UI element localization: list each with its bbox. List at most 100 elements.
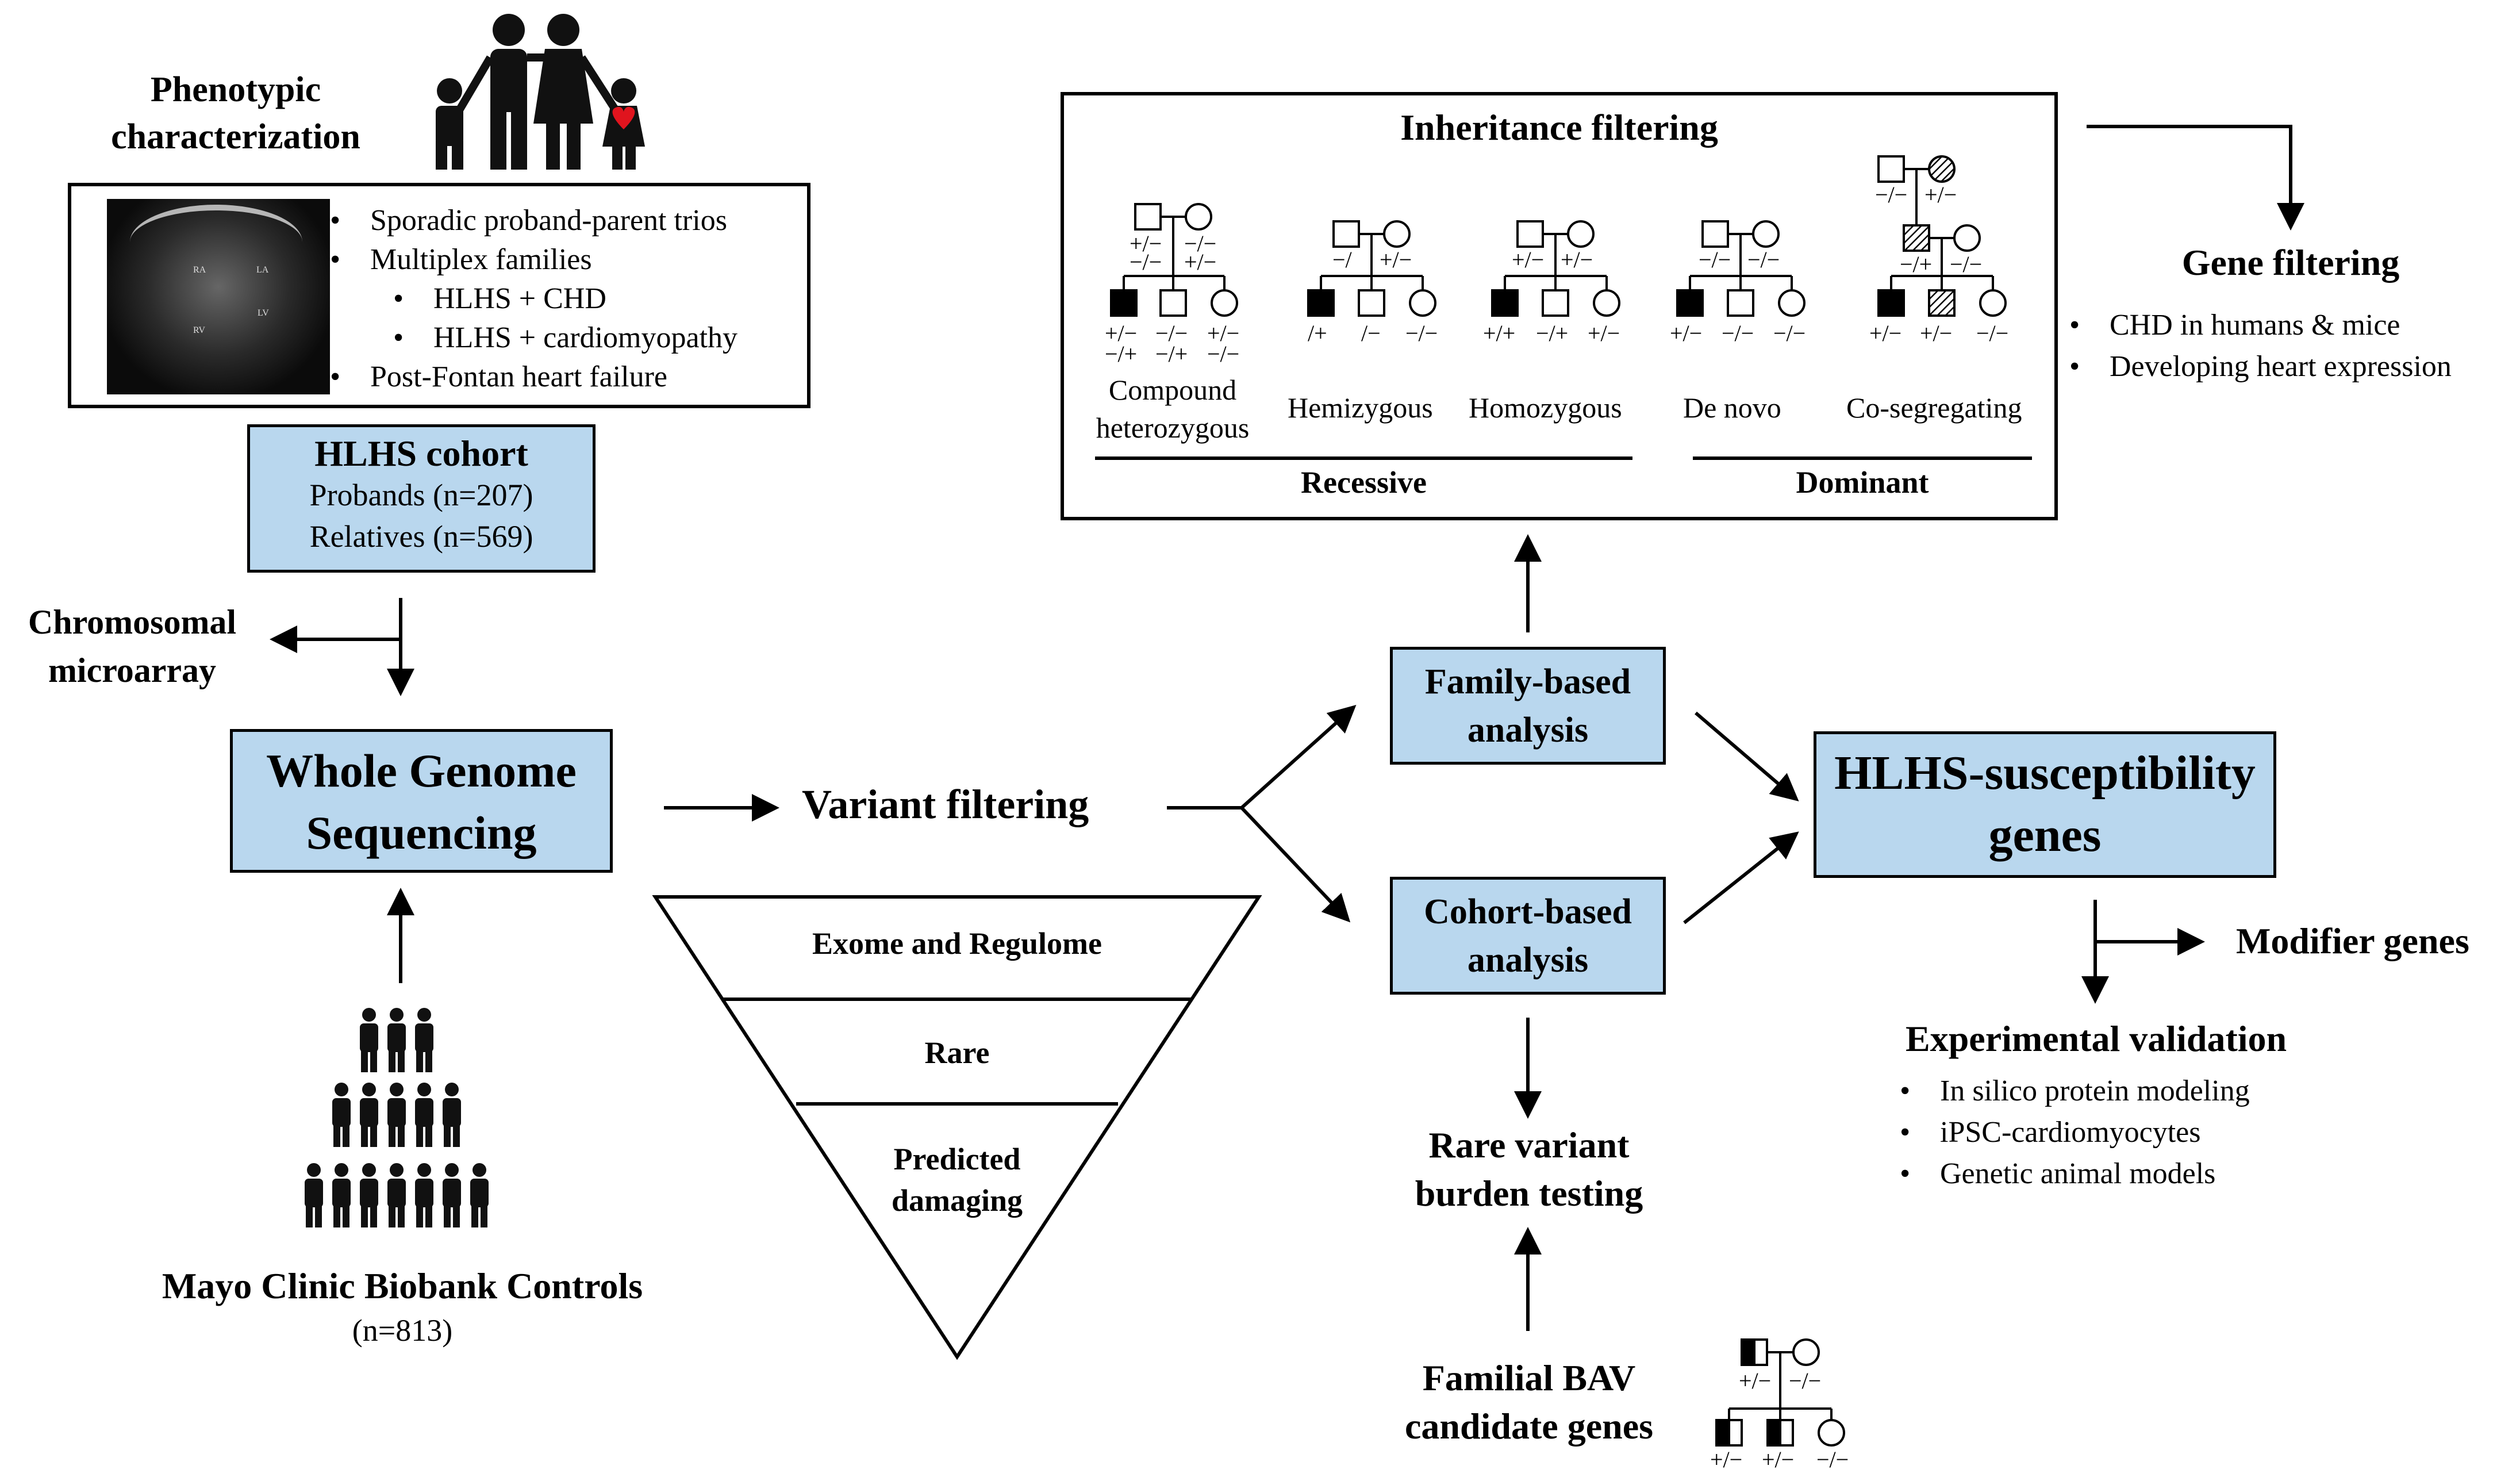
- genotype: −/+: [1900, 251, 1933, 277]
- wgs-line2: Sequencing: [306, 807, 537, 859]
- genotype: −/+: [1105, 341, 1138, 367]
- funnel-level-exome: Exome and Regulome: [812, 926, 1102, 961]
- genotype: −/−: [1773, 320, 1806, 346]
- echo-arc: [130, 205, 302, 279]
- genotype: +/−: [1869, 320, 1902, 346]
- genotype: −/−: [1976, 320, 2009, 346]
- inheritance-filtering-box: [1061, 92, 2058, 520]
- genotype: −/+: [1155, 341, 1188, 367]
- genotype: −/−: [1155, 320, 1188, 346]
- pattern-compound-heterozygous: Compound heterozygous: [1086, 371, 1259, 447]
- person-figure: [360, 1083, 378, 1147]
- pattern-compound-line2: heterozygous: [1096, 412, 1250, 444]
- experimental-item: iPSC-cardiomyocytes: [1894, 1112, 2250, 1153]
- genotype: +/−: [1710, 1447, 1743, 1472]
- person-figure: [415, 1163, 433, 1227]
- heart-icon: [612, 106, 635, 129]
- pedigree-compound: [1110, 203, 1238, 317]
- experimental-item: Genetic animal models: [1894, 1153, 2250, 1195]
- gene-filtering-title: Gene filtering: [2181, 242, 2400, 283]
- person-figure: [360, 1163, 378, 1227]
- whole-genome-sequencing-box: Whole Genome Sequencing: [230, 729, 613, 873]
- phenotypic-subitem: HLHS + cardiomyopathy: [324, 319, 737, 358]
- cohort-based-analysis-box: Cohort-based analysis: [1390, 877, 1666, 995]
- crowd-icon: [305, 1008, 489, 1227]
- pedigree-familial-bav: [1715, 1338, 1845, 1447]
- susceptibility-line2: genes: [1988, 808, 2102, 862]
- pedigree-denovo: [1676, 220, 1806, 317]
- family-analysis-line2: analysis: [1467, 711, 1589, 750]
- hlhs-susceptibility-genes-box: HLHS-susceptibility genes: [1814, 731, 2276, 878]
- genotype: /+: [1308, 320, 1327, 346]
- genotype: −/+: [1536, 320, 1569, 346]
- inheritance-filtering-title: Inheritance filtering: [1400, 107, 1718, 148]
- genotype: −/−: [1699, 247, 1731, 273]
- person-figure: [332, 1083, 351, 1147]
- chromosomal-line1: Chromosomal: [28, 603, 237, 641]
- genotype: −/−: [1722, 320, 1754, 346]
- pattern-de-novo: De novo: [1683, 392, 1781, 424]
- person-figure: [415, 1083, 433, 1147]
- family-analysis-line1: Family-based: [1424, 662, 1631, 701]
- genotype: +/−: [1588, 320, 1620, 346]
- burden-line1: Rare variant: [1428, 1125, 1630, 1165]
- genotype: −/: [1332, 247, 1352, 273]
- gene-filtering-item: Developing heart expression: [2064, 346, 2452, 388]
- genotype: −/−: [1950, 251, 1983, 277]
- genotype: +/+: [1483, 320, 1516, 346]
- person-figure: [443, 1163, 461, 1227]
- echocardiogram-image: RA LA RV LV: [107, 199, 330, 394]
- hlhs-cohort-relatives: Relatives (n=569): [309, 519, 533, 554]
- chromosomal-microarray-label: Chromosomal microarray: [0, 598, 264, 695]
- family-icon: [436, 14, 645, 170]
- cohort-analysis-line1: Cohort-based: [1424, 892, 1632, 931]
- hlhs-cohort-title: HLHS cohort: [314, 433, 528, 474]
- person-figure: [305, 1163, 323, 1227]
- person-figure: [387, 1083, 406, 1147]
- pedigree-hemizygous: [1307, 220, 1436, 317]
- genotype: +/−: [1512, 247, 1545, 273]
- arrow-to-family: [1240, 704, 1357, 810]
- controls-count: (n=813): [352, 1313, 453, 1348]
- genotype: +/−: [1561, 247, 1593, 273]
- phenotypic-title-line2: characterization: [111, 117, 360, 156]
- genotype: +/−: [1739, 1368, 1772, 1394]
- genotype: −/−: [1184, 231, 1217, 256]
- funnel-damaging-line2: damaging: [891, 1183, 1023, 1218]
- phenotypic-title: Phenotypic characterization: [86, 66, 385, 160]
- variant-filtering-label: Variant filtering: [802, 781, 1089, 827]
- controls-label: Mayo Clinic Biobank Controls (n=813): [115, 1262, 690, 1351]
- gene-filtering-list: CHD in humans & mice Developing heart ex…: [2064, 305, 2452, 388]
- person-figure: [443, 1083, 461, 1147]
- controls-title: Mayo Clinic Biobank Controls: [162, 1265, 643, 1306]
- pedigree-cosegregating: [1877, 155, 2007, 317]
- genotype: +/−: [1924, 182, 1957, 208]
- genotype: −/−: [1405, 320, 1438, 346]
- genotype: +/−: [1184, 249, 1217, 275]
- pattern-hemizygous: Hemizygous: [1288, 392, 1433, 424]
- pattern-homozygous: Homozygous: [1469, 392, 1622, 424]
- cohort-analysis-line2: analysis: [1467, 941, 1589, 980]
- burden-line2: burden testing: [1415, 1173, 1643, 1214]
- modifier-genes-label: Modifier genes: [2236, 920, 2469, 961]
- recessive-label: Recessive: [1301, 465, 1427, 500]
- funnel-level-rare: Rare: [924, 1035, 990, 1070]
- genotype: +/−: [1130, 231, 1162, 256]
- arrow-to-cohort-analysis: [1240, 806, 1351, 923]
- pedigree-homozygous: [1491, 220, 1620, 317]
- genotype: −/−: [1207, 341, 1240, 367]
- arrow-cohort-to-susceptibility: [1683, 831, 1799, 924]
- arrow-inheritance-to-gene: [2087, 125, 2304, 231]
- genotype: +/−: [1670, 320, 1703, 346]
- genotype: +/−: [1762, 1447, 1795, 1472]
- gene-filtering-item: CHD in humans & mice: [2064, 305, 2452, 346]
- person-figure: [415, 1008, 433, 1072]
- phenotypic-item: Multiplex families: [324, 240, 737, 279]
- genotype: +/−: [1105, 320, 1138, 346]
- phenotypic-title-line1: Phenotypic: [150, 70, 321, 109]
- funnel-damaging-line1: Predicted: [893, 1142, 1021, 1176]
- family-based-analysis-box: Family-based analysis: [1390, 647, 1666, 765]
- burden-testing-label: Rare variant burden testing: [1368, 1121, 1690, 1218]
- chromosomal-line2: microarray: [48, 651, 217, 689]
